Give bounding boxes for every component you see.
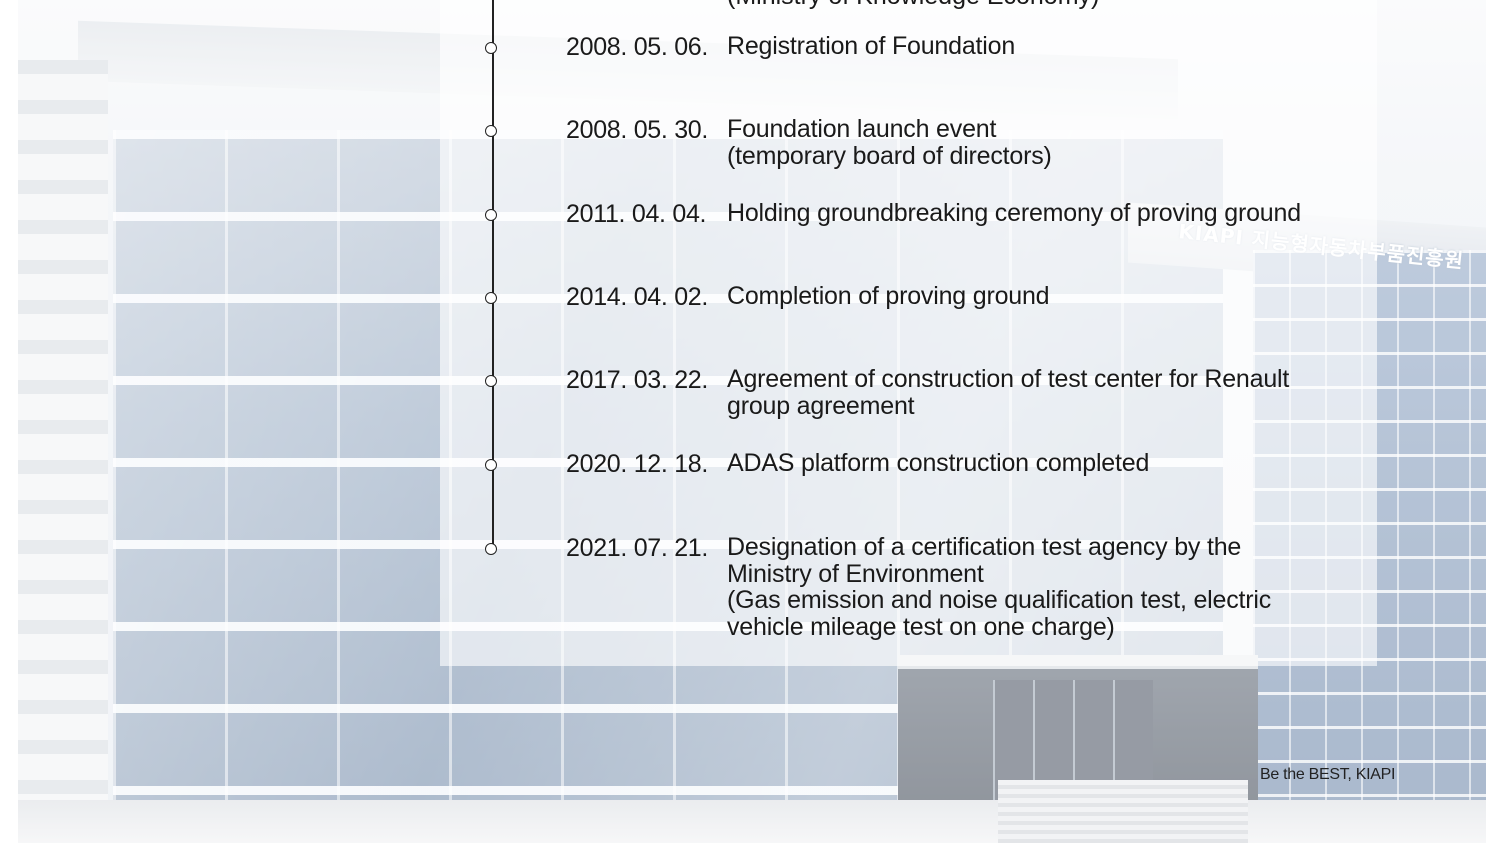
timeline-marker	[485, 125, 497, 137]
timeline-marker	[485, 375, 497, 387]
timeline-marker	[485, 543, 497, 555]
timeline-description-line: Registration of Foundation	[727, 32, 1016, 60]
left-pillar	[18, 60, 108, 843]
timeline-description-line: Completion of proving ground	[727, 282, 1050, 310]
timeline-description-line: Holding groundbreaking ceremony of provi…	[727, 199, 1301, 227]
timeline-description-line: Designation of a certification test agen…	[727, 533, 1242, 561]
clipped-previous-entry: (Ministry of Knowledge Economy)	[727, 0, 1099, 11]
timeline-description: Registration of Foundation	[727, 33, 1367, 60]
timeline-date: 2020. 12. 18.	[566, 450, 709, 478]
timeline-description: ADAS platform construction completed	[727, 450, 1367, 477]
timeline-description-line: Agreement of construction of test center…	[727, 365, 1290, 393]
timeline-description-line: Ministry of Environment	[727, 559, 984, 588]
timeline-description-line: Foundation launch event	[727, 115, 997, 143]
entrance-stairs	[998, 780, 1248, 843]
timeline-date: 2008. 05. 30.	[566, 116, 709, 144]
timeline-description: Completion of proving ground	[727, 283, 1367, 310]
timeline-description: Holding groundbreaking ceremony of provi…	[727, 200, 1367, 227]
timeline-marker	[485, 209, 497, 221]
timeline-marker	[485, 459, 497, 471]
tagline: Be the BEST, KIAPI	[1260, 766, 1396, 783]
timeline-description-line: group agreement	[727, 391, 915, 420]
timeline-line	[492, 0, 494, 549]
timeline-description: Foundation launch event(temporary board …	[727, 116, 1367, 169]
timeline-description-line: ADAS platform construction completed	[727, 449, 1150, 477]
timeline-date: 2011. 04. 04.	[566, 200, 707, 228]
timeline-date: 2014. 04. 02.	[566, 283, 709, 311]
timeline-date: 2017. 03. 22.	[566, 366, 709, 394]
timeline-description-line: (Gas emission and noise qualification te…	[727, 586, 1272, 614]
timeline-marker	[485, 292, 497, 304]
timeline-description-line: vehicle mileage test on one charge)	[727, 612, 1115, 641]
timeline-description: Designation of a certification test agen…	[727, 534, 1367, 640]
timeline-date: 2021. 07. 21.	[566, 534, 709, 562]
timeline-panel	[440, 0, 1377, 666]
timeline-description-line: (temporary board of directors)	[727, 141, 1052, 170]
timeline-marker	[485, 42, 497, 54]
timeline-description: Agreement of construction of test center…	[727, 366, 1367, 419]
timeline-date: 2008. 05. 06.	[566, 33, 709, 61]
